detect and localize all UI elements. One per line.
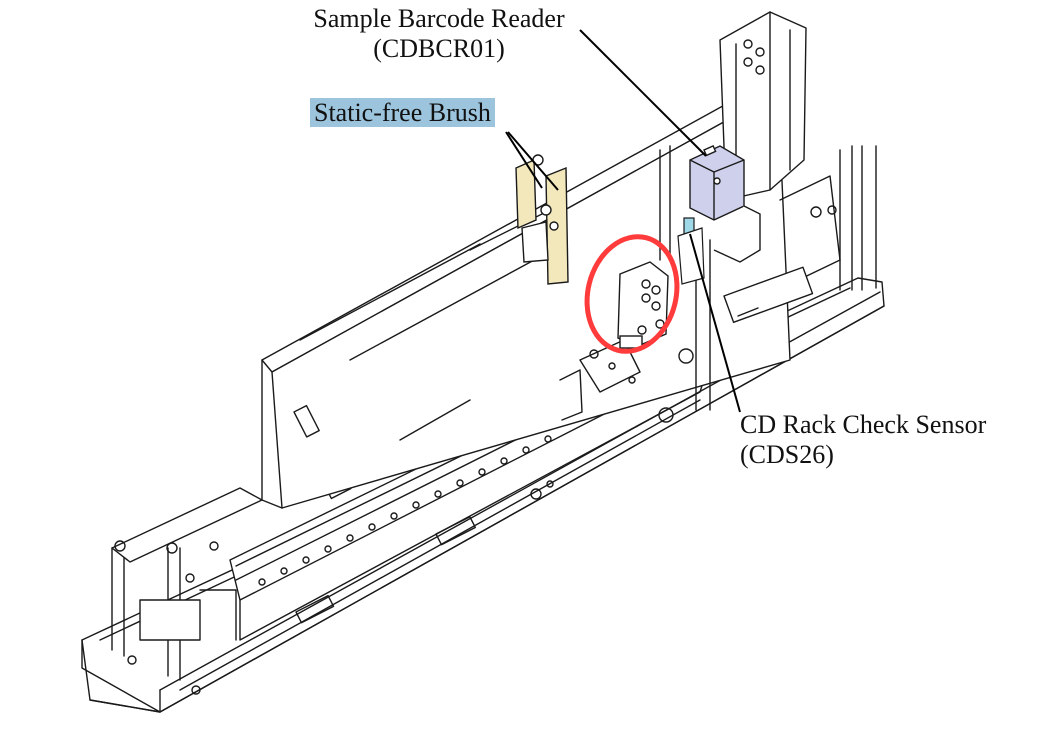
rack-sensor-code: (CDS26) — [740, 440, 834, 469]
brush-leader-b — [507, 131, 559, 191]
rack-sensor-name: CD Rack Check Sensor — [740, 410, 987, 439]
brush-name: Static-free Brush — [310, 98, 495, 127]
brush-leader-a — [505, 131, 543, 189]
focus-circle — [584, 234, 680, 354]
left-frame — [111, 399, 701, 695]
barcode-reader-name: Sample Barcode Reader — [313, 4, 565, 33]
rack-sensor-part — [677, 217, 705, 285]
barcode-reader-leader — [579, 29, 707, 157]
brush-label: Static-free Brush — [310, 98, 495, 128]
barcode-reader-code: (CDBCR01) — [373, 34, 505, 63]
leader-lines — [505, 29, 741, 413]
rail-holes — [258, 435, 552, 586]
static-free-brush-part — [515, 154, 569, 285]
rack-sensor-label: CD Rack Check Sensor (CDS26) — [740, 410, 986, 470]
barcode-reader-part — [689, 145, 761, 263]
barcode-reader-label: Sample Barcode Reader (CDBCR01) — [296, 4, 582, 64]
rack-sensor-leader — [689, 233, 741, 413]
sensor-bracket — [617, 261, 669, 349]
